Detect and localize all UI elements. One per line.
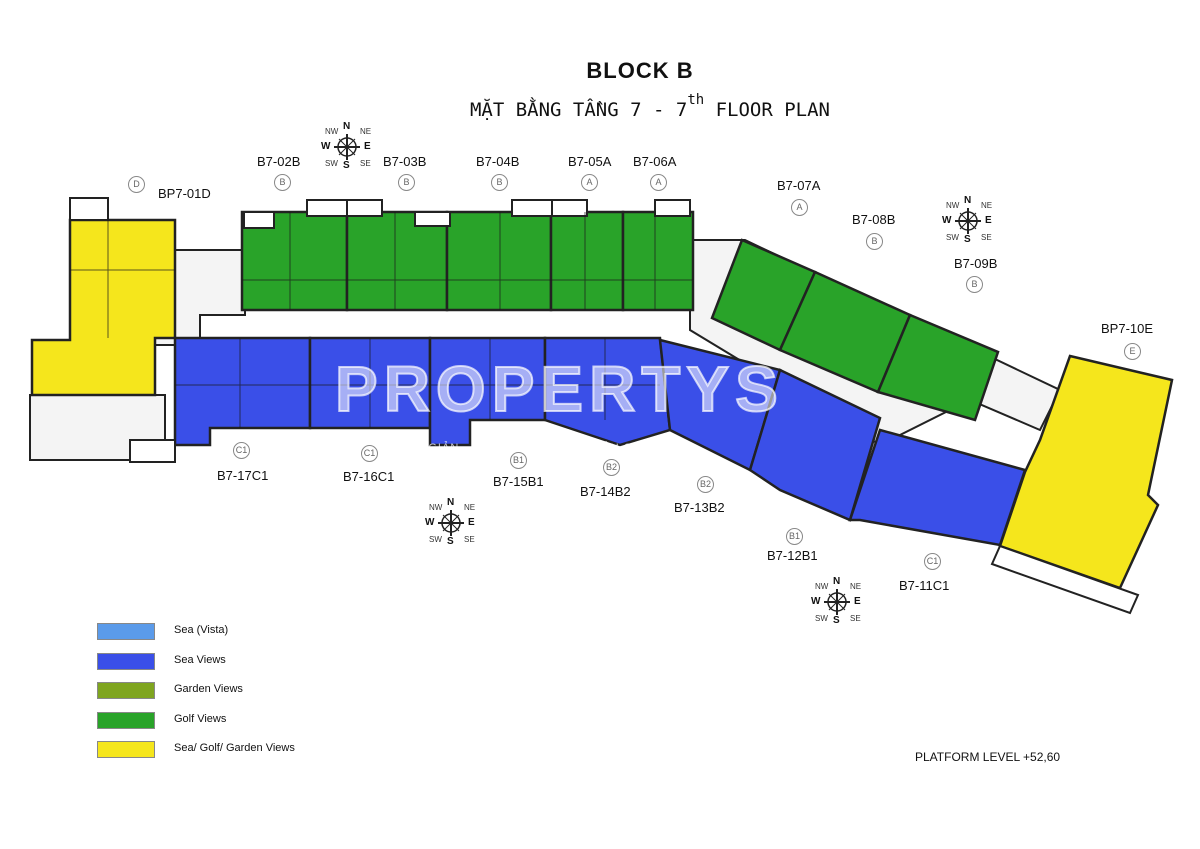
type-badge-bp7-01d: D — [128, 176, 145, 193]
balcony-04b-2 — [511, 199, 553, 217]
type-badge-b7-05a: A — [581, 174, 598, 191]
legend-swatch — [97, 623, 155, 640]
compass-star-icon — [334, 134, 360, 160]
legend-swatch — [97, 682, 155, 699]
unit-label-b7-15b1: B7-15B1 — [493, 474, 544, 489]
unit-label-b7-07a: B7-07A — [777, 178, 821, 193]
compass-rose-bottom-left: N S E W NW NE SW SE — [424, 497, 478, 547]
unit-label-b7-03b: B7-03B — [383, 154, 427, 169]
type-badge-b7-09b: B — [966, 276, 983, 293]
block-title: BLOCK B — [586, 58, 694, 83]
unit-label-b7-14b2: B7-14B2 — [580, 484, 631, 499]
legend-label: Sea (Vista) — [174, 624, 229, 636]
balcony-04b-1 — [414, 211, 451, 227]
legend-label: Sea/ Golf/ Garden Views — [174, 742, 295, 754]
unit-b7-09b — [876, 313, 1000, 422]
legend-label: Golf Views — [174, 712, 227, 725]
watermark-tagline: ĐƠN GIẢN - CHUYÊN NGHIỆP - HIỆU QUẢ — [396, 442, 651, 454]
unit-label-b7-04b: B7-04B — [476, 154, 520, 169]
unit-label-b7-11c1: B7-11C1 — [899, 578, 950, 593]
unit-b7-06a — [621, 210, 695, 312]
unit-label-bp7-01d: BP7-01D — [158, 186, 211, 201]
type-badge-bp7-10e: E — [1124, 343, 1141, 360]
type-badge-b7-14b2: B2 — [603, 459, 620, 476]
unit-bp7-01d-frame — [69, 197, 109, 221]
unit-b7-12b1 — [748, 368, 882, 522]
balcony-05a — [551, 199, 588, 217]
balcony-03b-2 — [346, 199, 383, 217]
type-badge-b7-15b1: B1 — [510, 452, 527, 469]
unit-b7-13b2 — [658, 338, 782, 472]
type-badge-b7-08b: B — [866, 233, 883, 250]
unit-b7-03b — [345, 210, 449, 312]
compass-star-icon — [955, 208, 981, 234]
floor-plan-subtitle: MẶT BẰNG TẦNG 7 - 7th FLOOR PLAN — [469, 92, 831, 121]
type-badge-b7-12b1: B1 — [786, 528, 803, 545]
type-badge-b7-17c1: C1 — [233, 442, 250, 459]
unit-label-b7-02b: B7-02B — [257, 154, 301, 169]
unit-label-b7-13b2: B7-13B2 — [674, 500, 725, 515]
legend-swatch — [97, 741, 155, 758]
unit-label-b7-16c1: B7-16C1 — [343, 469, 395, 484]
type-badge-b7-03b: B — [398, 174, 415, 191]
balcony-02b — [243, 211, 275, 229]
unit-label-b7-09b: B7-09B — [954, 256, 998, 271]
legend-swatch — [97, 711, 155, 729]
type-badge-b7-02b: B — [274, 174, 291, 191]
balcony-06a — [654, 199, 691, 217]
unit-bp7-10e-balcony — [990, 544, 1140, 615]
unit-b7-14b2 — [543, 336, 672, 447]
unit-label-b7-17c1: B7-17C1 — [217, 468, 269, 483]
type-badge-b7-11c1: C1 — [924, 553, 941, 570]
legend-label: Garden Views — [174, 683, 243, 695]
watermark-logo: PROPERTYS — [334, 352, 784, 426]
type-badge-b7-13b2: B2 — [697, 476, 714, 493]
compass-star-icon — [438, 510, 464, 536]
platform-level: PLATFORM LEVEL +52,60 — [915, 750, 1061, 764]
unit-bp7-01d — [30, 218, 177, 397]
type-badge-b7-16c1: C1 — [361, 445, 378, 462]
compass-rose-right: N S E W NW NE SW SE — [941, 195, 995, 245]
compass-rose-top: N S E W NW NE SW SE — [320, 121, 374, 171]
compass-rose-bottom-right: N S E W NW NE SW SE — [810, 576, 864, 626]
legend-label: Sea Views — [174, 653, 226, 666]
unit-b7-05a — [549, 210, 625, 312]
unit-label-b7-05a: B7-05A — [568, 154, 612, 169]
type-badge-b7-04b: B — [491, 174, 508, 191]
balcony-03b-1 — [306, 199, 348, 217]
unit-b7-17c1 — [173, 336, 312, 447]
unit-b7-11c1 — [848, 428, 1027, 547]
unit-label-b7-06a: B7-06A — [633, 154, 677, 169]
legend-swatch — [97, 652, 155, 670]
unit-label-bp7-10e: BP7-10E — [1101, 321, 1154, 336]
unit-b7-04b — [445, 210, 553, 312]
bottom-wall — [129, 439, 176, 463]
unit-label-b7-08b: B7-08B — [852, 212, 896, 227]
type-badge-b7-06a: A — [650, 174, 667, 191]
type-badge-b7-07a: A — [791, 199, 808, 216]
compass-star-icon — [824, 589, 850, 615]
unit-label-b7-12b1: B7-12B1 — [767, 548, 818, 563]
